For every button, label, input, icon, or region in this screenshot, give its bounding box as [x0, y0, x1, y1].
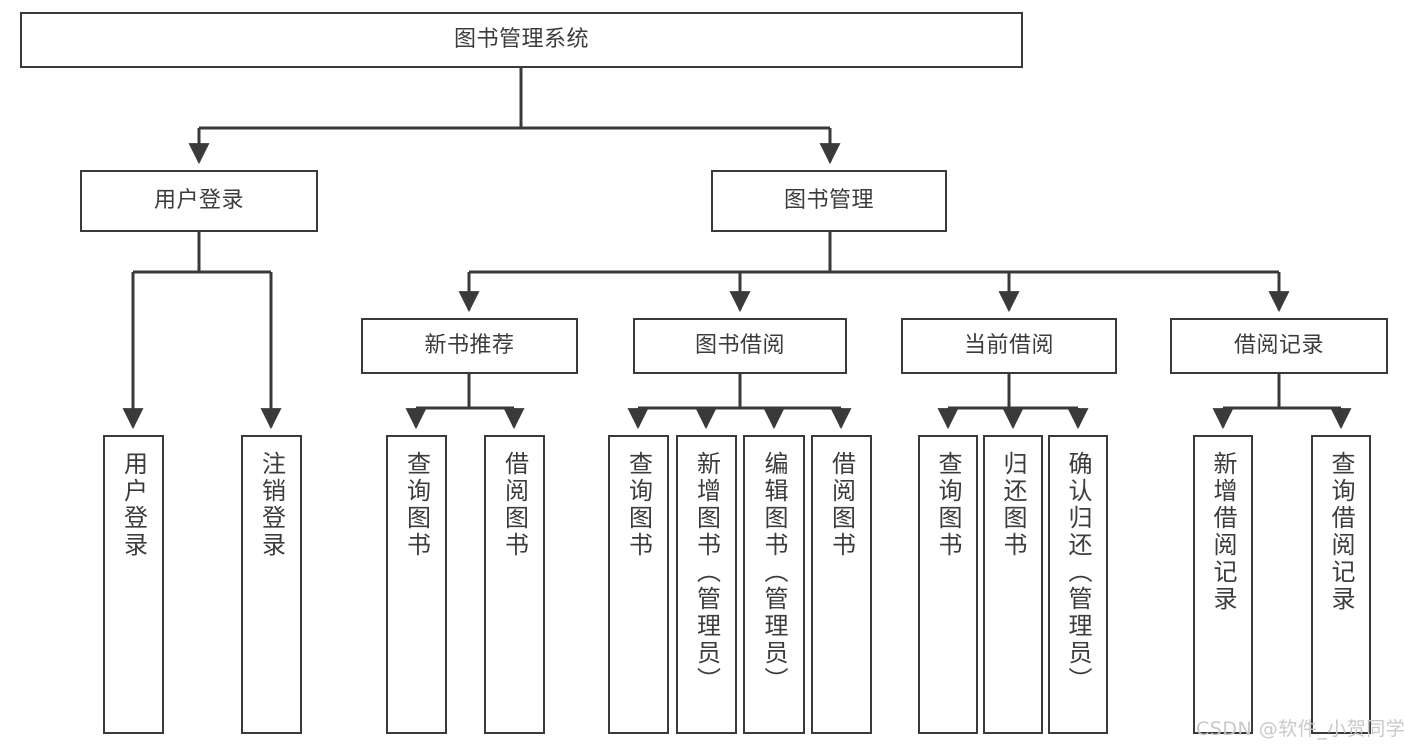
- leaf-add-book-admin[interactable]: 新增图书（管理员）: [676, 435, 737, 734]
- leaf-confirm-return-admin[interactable]: 确认归还（管理员）: [1048, 435, 1108, 734]
- leaf-add-book-admin-label: 新增图书（管理员）: [692, 451, 721, 694]
- csdn-watermark: CSDN @软件_小贺同学: [1196, 718, 1405, 740]
- leaf-query-book-recommend-label: 查询图书: [402, 451, 431, 559]
- leaf-add-borrow-record-label: 新增借阅记录: [1209, 451, 1237, 613]
- leaf-borrow-book-recommend-label: 借阅图书: [500, 451, 529, 559]
- leaf-borrow-book-recommend[interactable]: 借阅图书: [484, 435, 545, 734]
- leaf-edit-book-admin-label: 编辑图书（管理员）: [760, 451, 788, 694]
- leaf-query-borrow-record-label: 查询借阅记录: [1327, 451, 1355, 613]
- leaf-query-book-current-label: 查询图书: [934, 451, 962, 559]
- leaf-query-borrow-record[interactable]: 查询借阅记录: [1311, 435, 1371, 734]
- leaf-user-login[interactable]: 用户登录: [103, 435, 164, 734]
- leaf-logout-label: 注销登录: [257, 451, 286, 559]
- leaf-query-book-current[interactable]: 查询图书: [918, 435, 978, 734]
- node-book-management[interactable]: 图书管理: [711, 170, 947, 232]
- node-borrow-record[interactable]: 借阅记录: [1170, 318, 1388, 374]
- node-root[interactable]: 图书管理系统: [20, 12, 1023, 68]
- node-new-book-recommend[interactable]: 新书推荐: [361, 318, 578, 374]
- leaf-edit-book-admin[interactable]: 编辑图书（管理员）: [743, 435, 805, 734]
- leaf-borrow-book[interactable]: 借阅图书: [811, 435, 872, 734]
- leaf-borrow-book-label: 借阅图书: [827, 451, 856, 559]
- node-book-borrow-label: 图书借阅: [694, 333, 785, 359]
- leaf-query-book-recommend[interactable]: 查询图书: [386, 435, 447, 734]
- node-current-borrow-label: 当前借阅: [963, 333, 1054, 359]
- node-new-book-recommend-label: 新书推荐: [424, 333, 515, 359]
- node-borrow-record-label: 借阅记录: [1233, 333, 1324, 359]
- leaf-return-book-label: 归还图书: [999, 451, 1027, 559]
- node-current-borrow[interactable]: 当前借阅: [901, 318, 1117, 374]
- node-book-borrow[interactable]: 图书借阅: [633, 318, 847, 374]
- node-user-login[interactable]: 用户登录: [80, 170, 318, 232]
- leaf-logout[interactable]: 注销登录: [241, 435, 302, 734]
- node-root-label: 图书管理系统: [453, 27, 589, 53]
- leaf-confirm-return-admin-label: 确认归还（管理员）: [1064, 451, 1092, 694]
- leaf-user-login-label: 用户登录: [119, 451, 148, 559]
- node-book-management-label: 图书管理: [783, 188, 874, 214]
- leaf-query-book-borrow[interactable]: 查询图书: [608, 435, 669, 734]
- node-user-login-label: 用户登录: [153, 188, 244, 214]
- leaf-query-book-borrow-label: 查询图书: [624, 451, 653, 559]
- leaf-return-book[interactable]: 归还图书: [983, 435, 1043, 734]
- leaf-add-borrow-record[interactable]: 新增借阅记录: [1193, 435, 1253, 734]
